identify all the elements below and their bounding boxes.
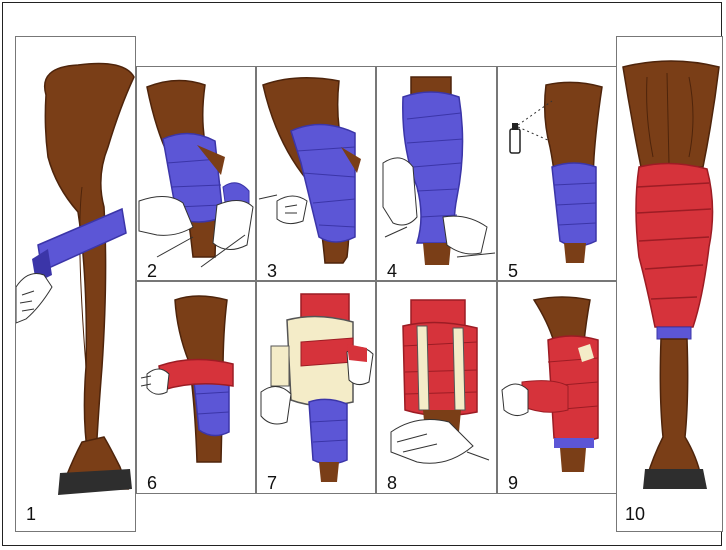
step-2-panel: 2 bbox=[136, 66, 256, 281]
step-6-panel: 6 bbox=[136, 281, 256, 494]
wrapping-blue-bandage-icon bbox=[137, 67, 256, 281]
step-label: 1 bbox=[26, 505, 36, 523]
foreleg-first-wrap-icon bbox=[16, 37, 136, 532]
step-1-panel: 1 bbox=[15, 36, 136, 532]
step-4-panel: 4 bbox=[376, 66, 497, 281]
step-label: 9 bbox=[508, 474, 518, 492]
step-10-panel: 10 bbox=[616, 36, 723, 532]
step-label: 6 bbox=[147, 474, 157, 492]
step-label: 10 bbox=[625, 505, 645, 523]
step-label: 3 bbox=[267, 262, 277, 280]
applying-red-wrap-icon bbox=[137, 282, 256, 494]
step-label: 7 bbox=[267, 474, 277, 492]
wrapping-blue-bandage-icon bbox=[257, 67, 376, 281]
step-label: 2 bbox=[147, 262, 157, 280]
completed-red-wrap-icon bbox=[617, 37, 723, 532]
step-9-panel: 9 bbox=[497, 281, 618, 494]
step-8-panel: 8 bbox=[376, 281, 497, 494]
applying-padding-icon bbox=[257, 282, 376, 494]
step-label: 4 bbox=[387, 262, 397, 280]
step-label: 5 bbox=[508, 262, 518, 280]
step-label: 8 bbox=[387, 474, 397, 492]
step-3-panel: 3 bbox=[256, 66, 376, 281]
spray-can-icon bbox=[498, 67, 618, 281]
finishing-red-wrap-icon bbox=[498, 282, 618, 494]
step-7-panel: 7 bbox=[256, 281, 376, 494]
step-5-panel: 5 bbox=[497, 66, 618, 281]
smoothing-blue-bandage-icon bbox=[377, 67, 497, 281]
padding-layer-icon bbox=[377, 282, 497, 494]
